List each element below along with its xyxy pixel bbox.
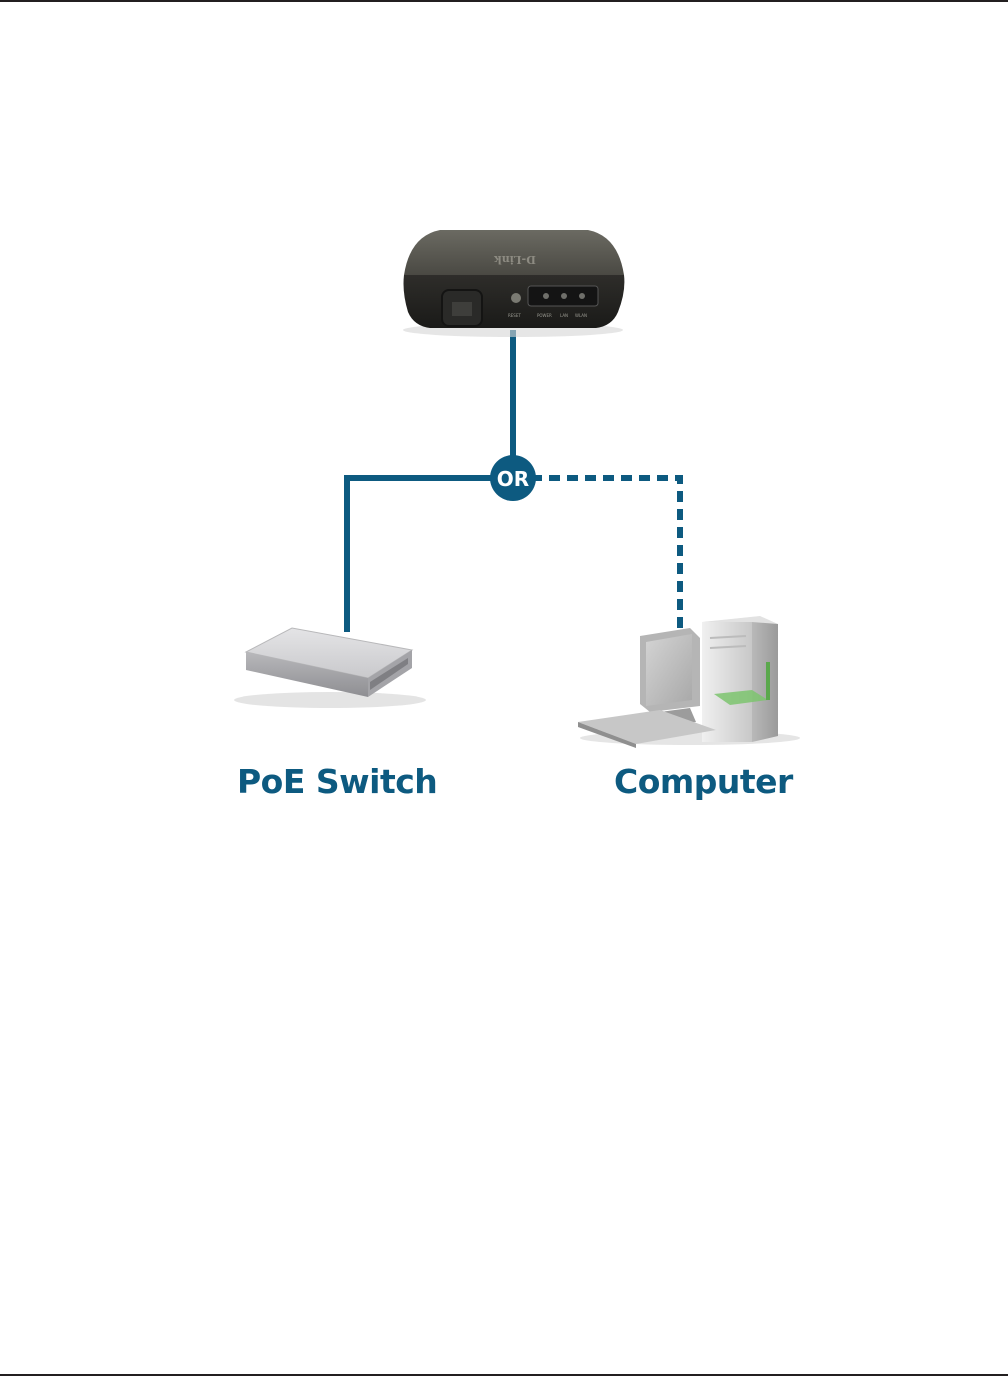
computer-cable-dashed (513, 478, 680, 628)
or-badge: OR (490, 455, 536, 501)
port-label-lan: LAN (560, 313, 568, 318)
computer-label: Computer (614, 762, 793, 801)
poe-cable (347, 478, 513, 632)
port-label-power: POWER (537, 313, 552, 318)
bottom-rule (0, 1374, 1008, 1376)
poe-switch-image (234, 628, 426, 708)
brand-logo: D-Link (494, 253, 536, 266)
access-point-image: D-Link RESET POWER LAN WLAN (403, 230, 624, 337)
poe-switch-label: PoE Switch (237, 762, 437, 801)
port-label-reset: RESET (508, 313, 521, 318)
computer-image (578, 616, 800, 748)
port-label-wlan: WLAN (575, 313, 587, 318)
or-text: OR (497, 467, 529, 491)
